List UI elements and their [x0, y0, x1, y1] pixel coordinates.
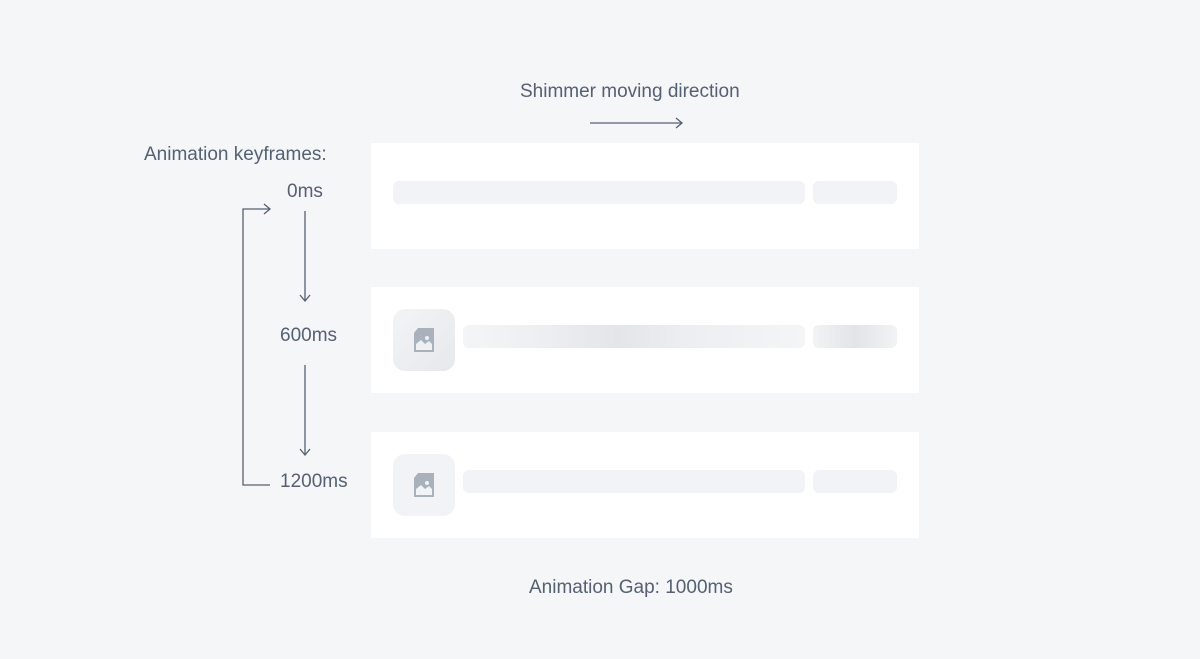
arrow-down-icon	[298, 364, 312, 458]
keyframe-0ms-label: 0ms	[287, 181, 323, 202]
skeleton-card-1200ms	[371, 432, 919, 538]
shimmer-direction-label: Shimmer moving direction	[520, 81, 740, 102]
skeleton-card-0ms	[371, 143, 919, 249]
loop-back-arrow-icon	[238, 200, 278, 490]
animation-gap-label: Animation Gap: 1000ms	[529, 577, 733, 598]
skeleton-line-main	[463, 470, 805, 493]
skeleton-thumbnail	[393, 454, 455, 516]
arrow-down-icon	[298, 210, 312, 304]
skeleton-line-short	[813, 325, 897, 348]
arrow-right-icon	[589, 116, 685, 130]
skeleton-line-main	[463, 325, 805, 348]
skeleton-card-600ms	[371, 287, 919, 393]
image-placeholder-icon	[412, 471, 436, 499]
keyframe-600ms-label: 600ms	[280, 325, 338, 346]
skeleton-line-short	[813, 470, 897, 493]
skeleton-line-short	[813, 181, 897, 204]
keyframes-title: Animation keyframes:	[144, 144, 327, 165]
image-placeholder-icon	[412, 326, 436, 354]
skeleton-thumbnail	[393, 309, 455, 371]
skeleton-line-main	[393, 181, 805, 204]
keyframe-1200ms-label: 1200ms	[280, 471, 348, 492]
